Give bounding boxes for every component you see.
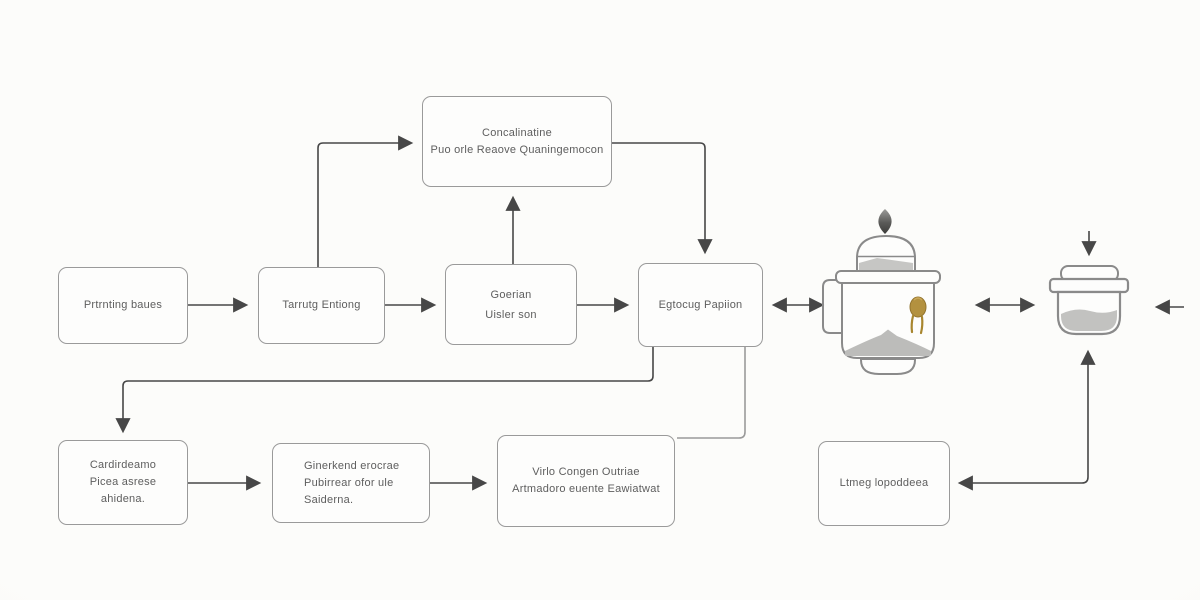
node-label: Goerian: [490, 288, 532, 301]
drop-icon: [878, 209, 892, 234]
connector-egtocug-to-virlo: [677, 347, 746, 439]
node-printing: Prtrnting baues: [58, 267, 188, 344]
node-concalinatine: Concalinatine Puo orle Reaove Quaningemo…: [422, 96, 612, 187]
arrow-concalinatine-to-egtocug: [612, 142, 713, 255]
node-label: Tarrutg Entiong: [282, 299, 361, 311]
node-label: Picea asrese: [89, 476, 157, 488]
node-tarrutg: Tarrutg Entiong: [258, 267, 385, 344]
node-label: Puo orle Reaove Quaningemocon: [430, 143, 604, 156]
node-label: Ginerkend erocrae: [304, 459, 400, 472]
node-cardirdeamo: Cardirdeamo Picea asrese ahidena.: [58, 440, 188, 525]
node-label: Pubirrear ofor ule: [304, 476, 394, 489]
node-label: Saiderna.: [304, 493, 354, 506]
node-label: ahidena.: [100, 493, 146, 505]
node-label: Artmadoro euente Eawiatwat: [512, 483, 660, 495]
arrow-egtocug-to-cardirdeamo: [115, 347, 654, 434]
node-goerian: Goerian Uisler son: [445, 264, 577, 345]
node-label: Cardirdeamo: [89, 459, 157, 471]
node-virlo: Virlo Congen Outriae Artmadoro euente Ea…: [497, 435, 675, 527]
node-label: Uisler son: [485, 308, 537, 321]
arrow-pot-ltmeg-double: [957, 349, 1096, 491]
node-egtocug: Egtocug Papiion: [638, 263, 763, 347]
node-label: Ltmeg lopoddeea: [839, 477, 929, 489]
grinder-jar-icon: [822, 234, 941, 375]
arrow-tarrutg-to-concalinatine: [317, 135, 414, 267]
node-label: Egtocug Papiion: [658, 298, 743, 311]
node-label: Concalinatine: [482, 126, 552, 139]
node-label: Virlo Congen Outriae: [532, 466, 640, 478]
node-ltmeg: Ltmeg lopoddeea: [818, 441, 950, 526]
pot-icon: [1048, 265, 1130, 336]
node-label: Prtrnting baues: [83, 299, 163, 311]
node-ginerkend: Ginerkend erocrae Pubirrear ofor ule Sai…: [272, 443, 430, 523]
